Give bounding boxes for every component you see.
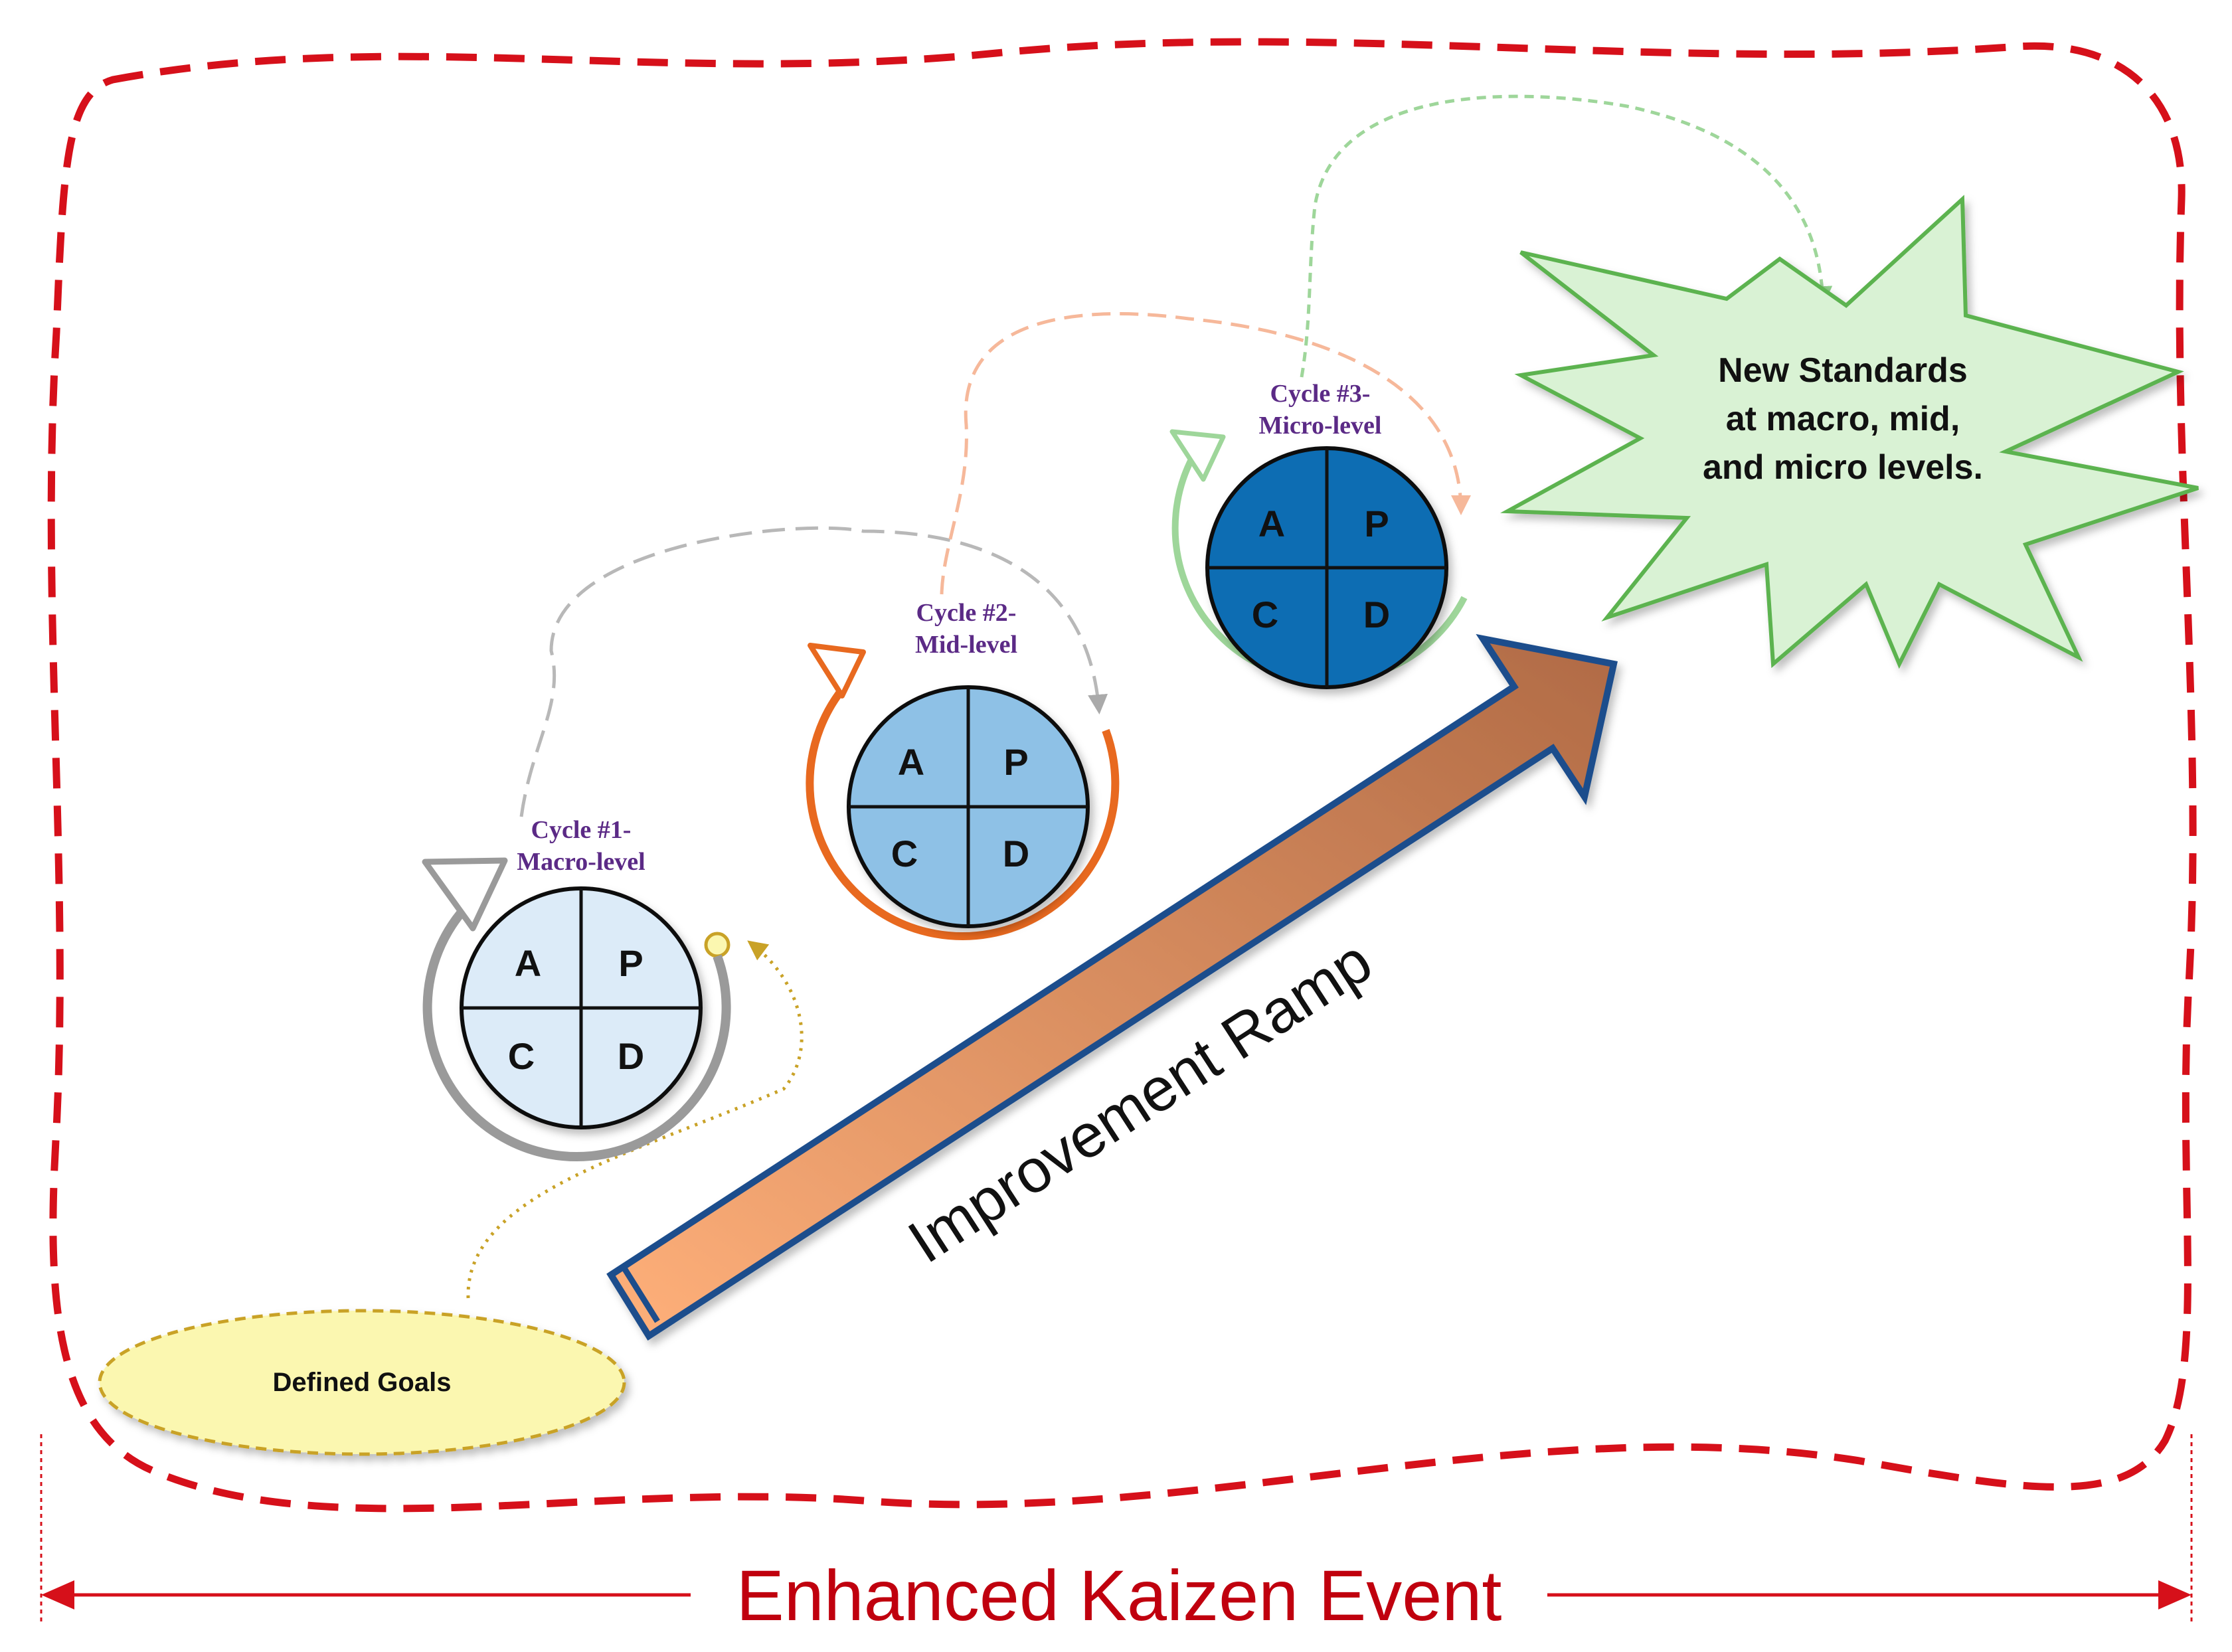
cycle3-check: C: [1252, 594, 1278, 635]
cycle3-act: A: [1258, 503, 1285, 544]
cycle-1: A P C D Cycle #1- Macro-level: [422, 816, 731, 1161]
cycle1-to-cycle2-link: [519, 526, 1108, 817]
cycle3-do: D: [1363, 594, 1390, 635]
cycle1-label-line1: Cycle #1-: [531, 816, 632, 844]
cycle2-to-cycle3-link: [940, 312, 1471, 595]
cycle3-plan: P: [1364, 503, 1389, 544]
new-standards-line1: New Standards: [1718, 351, 1968, 390]
cycle1-loop-arrow: [422, 905, 731, 1161]
defined-goals-ellipse: [98, 1309, 626, 1456]
cycle2-do: D: [1003, 833, 1029, 874]
cycle2-label-line1: Cycle #2-: [916, 599, 1017, 627]
cycle2-label-line2: Mid-level: [915, 631, 1017, 659]
new-standards-line3: and micro levels.: [1703, 448, 1983, 487]
cycle2-loop-arrow: [806, 681, 1120, 940]
defined-goals-label: Defined Goals: [273, 1368, 452, 1397]
cycle3-label-line1: Cycle #3-: [1270, 380, 1371, 408]
cycle1-loop-arrowhead: [422, 857, 508, 932]
event-arrowhead-left: [41, 1580, 74, 1610]
cycle1-do: D: [618, 1035, 644, 1077]
cycle2-plan: P: [1003, 741, 1028, 783]
goals-to-cycle1-path: [466, 940, 804, 1299]
cycle2-check: C: [891, 833, 918, 874]
event-arrowhead-right: [2158, 1580, 2191, 1610]
cycle1-plan: P: [618, 942, 643, 984]
improvement-ramp-arrow: [606, 633, 1618, 1341]
cycle1-act: A: [515, 942, 541, 984]
cycle1-check: C: [508, 1035, 535, 1077]
new-standards-line2: at macro, mid,: [1726, 400, 1960, 438]
cycle1-label-line2: Macro-level: [517, 848, 645, 876]
cycle3-to-standards-link: [1300, 94, 1833, 378]
cycle1-entry-dot: [704, 932, 730, 958]
cycle2-loop-arrowhead: [808, 643, 866, 699]
cycle3-loop-arrowhead: [1169, 429, 1226, 482]
cycle2-act: A: [898, 741, 924, 783]
event-boundary: [47, 38, 2197, 1513]
cycle-3: A P C D Cycle #3- Micro-level: [1169, 380, 1468, 689]
event-label: Enhanced Kaizen Event: [736, 1555, 1502, 1635]
cycle3-label-line2: Micro-level: [1259, 412, 1382, 440]
cycle-2: A P C D Cycle #2- Mid-level: [806, 599, 1120, 940]
new-standards-starburst: [1500, 195, 2199, 669]
